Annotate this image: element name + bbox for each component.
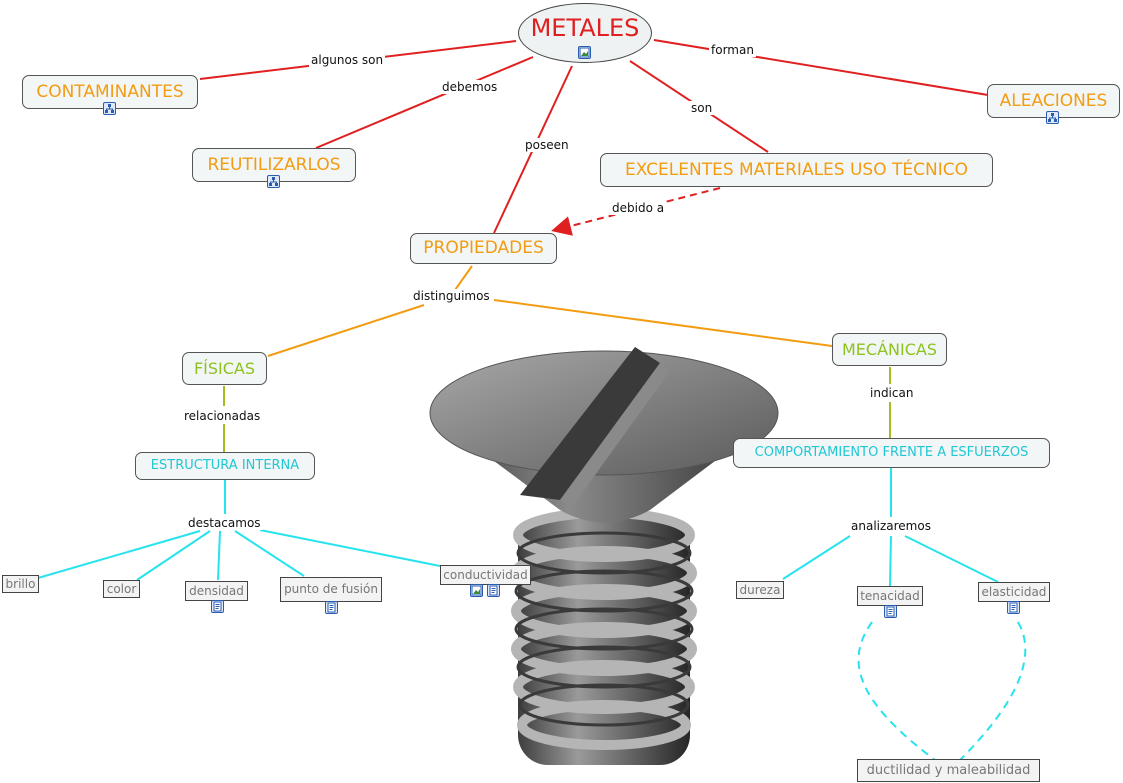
node-contaminantes[interactable]: CONTAMINANTES — [22, 75, 198, 109]
link-label-distinguimos: distinguimos — [411, 289, 492, 303]
node-color[interactable]: color — [103, 580, 140, 598]
document-icon[interactable] — [325, 601, 338, 614]
node-mecanicas[interactable]: MECÁNICAS — [832, 333, 947, 366]
link-metales-aleaciones — [653, 39, 989, 96]
link-label-debido-a: debido a — [610, 201, 667, 215]
node-punto-fusion[interactable]: punto de fusión — [280, 577, 382, 602]
node-metales-label: METALES — [530, 14, 640, 42]
link-label-forman: forman — [709, 43, 756, 57]
link-distinguimos-mecanicas — [493, 299, 833, 347]
link-label-algunos-son: algunos son — [309, 53, 386, 67]
image-icon[interactable] — [470, 584, 483, 597]
screw-image — [429, 347, 779, 765]
node-metales[interactable]: METALES — [518, 3, 652, 63]
concept-map-icon[interactable] — [267, 175, 280, 188]
link-label-indican: indican — [868, 386, 916, 400]
document-icon[interactable] — [1007, 601, 1020, 614]
node-ductilidad[interactable]: ductilidad y maleabilidad — [857, 759, 1040, 782]
concept-map-icon[interactable] — [103, 102, 116, 115]
link-propiedades-distinguimos — [454, 265, 473, 291]
link-label-relacionadas: relacionadas — [182, 409, 263, 423]
node-comportamiento[interactable]: COMPORTAMIENTO FRENTE A ESFUERZOS — [733, 438, 1050, 468]
concept-map-icon[interactable] — [1046, 111, 1059, 124]
node-densidad[interactable]: densidad — [185, 581, 248, 601]
node-fisicas[interactable]: FÍSICAS — [182, 352, 267, 385]
node-estructura-interna[interactable]: ESTRUCTURA INTERNA — [135, 452, 315, 480]
link-label-destacamos: destacamos — [186, 516, 263, 530]
link-label-analizaremos: analizaremos — [849, 519, 933, 533]
document-icon[interactable] — [884, 605, 897, 618]
link-label-poseen: poseen — [523, 138, 571, 152]
image-icon[interactable] — [578, 46, 591, 59]
document-icon[interactable] — [211, 600, 224, 613]
link-distinguimos-fisicas — [267, 304, 425, 357]
node-brillo[interactable]: brillo — [2, 575, 39, 593]
link-label-son: son — [689, 101, 715, 115]
node-dureza[interactable]: dureza — [736, 581, 784, 599]
node-tenacidad[interactable]: tenacidad — [857, 586, 923, 606]
link-label-debemos: debemos — [440, 80, 500, 94]
document-icon[interactable] — [487, 584, 500, 597]
node-excelentes[interactable]: EXCELENTES MATERIALES USO TÉCNICO — [600, 153, 993, 187]
link-metales-reutilizarlos — [315, 56, 534, 149]
node-propiedades[interactable]: PROPIEDADES — [410, 233, 557, 264]
node-conductividad[interactable]: conductividad — [440, 565, 531, 585]
node-elasticidad[interactable]: elasticidad — [978, 582, 1050, 602]
